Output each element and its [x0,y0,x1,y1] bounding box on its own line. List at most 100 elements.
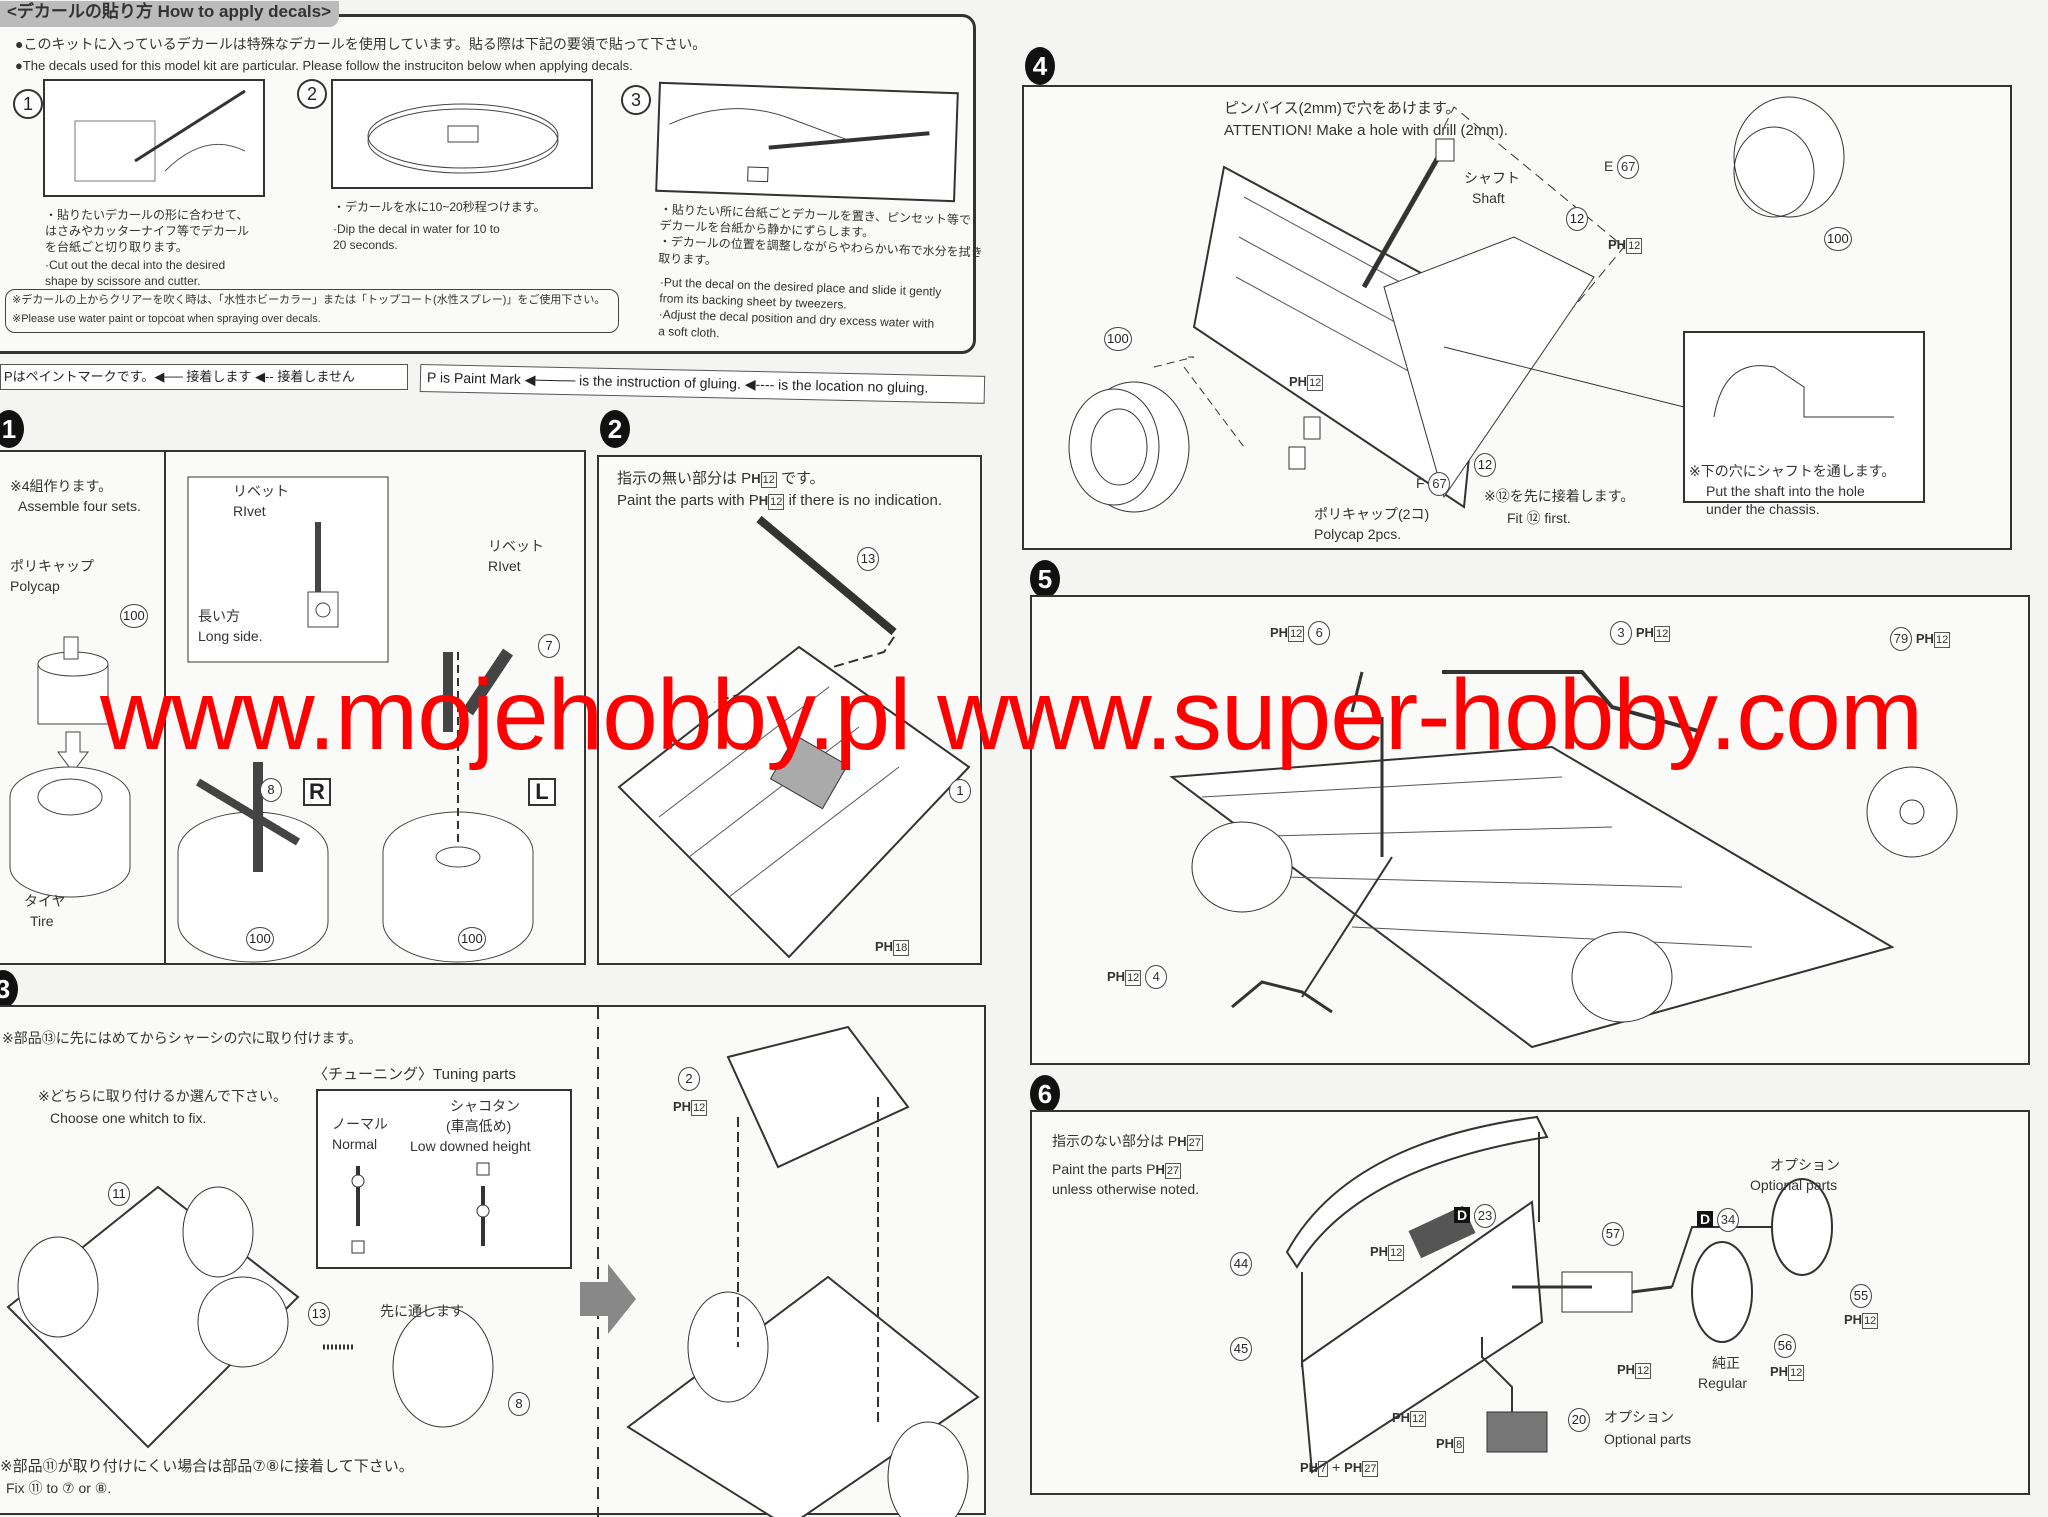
shaft-label-en: Shaft [1472,190,1505,206]
step-1-panel: ※4組作ります。 Assemble four sets. ポリキャップ Poly… [0,450,586,965]
decal-step-3-jp: ・貼りたい所に台紙ごとデカールを置き、ピンセット等でデカールを台紙から静かにずら… [658,202,983,267]
part-e67: E 67 [1604,155,1640,179]
part-2: 2 [678,1067,700,1091]
fix-note-jp: ※部品⑪が取り付けにくい場合は部品⑦⑧に接着して下さい。 [0,1458,414,1475]
polycap-label-en: Polycap [10,578,60,594]
part-8: 8 [508,1392,530,1416]
decal-d23: D 23 [1454,1204,1497,1228]
part-20: 20 [1568,1408,1590,1432]
decals-title-tab [0,1,339,27]
fit-first-en: Fit ⑫ first. [1507,510,1571,526]
part-44: 44 [1230,1252,1252,1276]
watermark: www.mojehobby.pl www.super-hobby.com [100,659,1923,771]
low-height-jp2: (車高低め) [446,1118,512,1134]
normal-en: Normal [332,1136,378,1152]
choose-jp: ※どちらに取り付けるか選んで下さい。 [38,1088,288,1104]
step-3-number: 3 [0,970,18,1008]
legend-en-glue: is the instruction of gluing. [578,372,742,392]
optional-en: Optional parts [1750,1177,1838,1193]
decal-step-3-illustration [655,81,959,203]
decals-intro-jp: ●このキットに入っているデカールは特殊なデカールを使用しています。貼る際は下記の… [15,36,707,52]
legend-jp-glue: 接着します [186,369,252,384]
step-1-note-jp: ※4組作ります。 [10,478,113,494]
hole-note-en-1: Put the shaft into the hole [1706,483,1865,499]
decals-note-box: ※デカールの上からクリアーを吹く時は、「水性ホビーカラー」または「トップコート(… [5,289,619,333]
decal-step-3-number: 3 [621,85,651,115]
step-6-drawing [1285,1115,1833,1474]
decal-step-3-en: ·Put the decal on the desired place and … [657,275,942,340]
step-6-number: 6 [1030,1075,1060,1113]
part-56: 56 [1774,1334,1796,1358]
decal-step-2-illustration [331,79,593,189]
low-height-en: Low downed height [410,1138,531,1154]
decals-intro-en: ●The decals used for this model kit are … [15,58,633,73]
part-100: 100 [246,927,274,951]
regular-en: Regular [1698,1375,1748,1391]
optional-en: Optional parts [1604,1431,1692,1447]
step-4-number: 4 [1025,47,1055,85]
part-100: 100 [1824,227,1852,251]
step-4-panel: ピンバイス(2mm)で穴をあけます。 ATTENTION! Make a hol… [1022,85,2012,550]
decal-step-1-jp: ・貼りたいデカールの形に合わせて、はさみやカッターナイフ等でデカールを台紙ごと切… [45,208,250,255]
hole-note-jp: ※下の穴にシャフトを通します。 [1689,463,1896,479]
tuning-parts-title: 〈チューニング〉Tuning parts [313,1066,516,1083]
part-11: 11 [108,1182,130,1206]
part-100: 100 [120,604,148,628]
fit-first-jp: ※⑫を先に接着します。 [1484,488,1635,504]
decal-step-2-number: 2 [297,79,327,109]
hole-note-en-2: under the chassis. [1706,501,1820,517]
part-f67: F 67 [1416,472,1451,496]
decals-note-en: ※Please use water paint or topcoat when … [12,313,321,325]
part-7: 7 [538,634,560,658]
step-1-note-en: Assemble four sets. [18,498,141,514]
rivet-label-jp-inset: リベット [233,483,289,499]
drill-note-jp: ピンバイス(2mm)で穴をあけます。 [1224,100,1461,117]
decal-d34: D 34 [1697,1208,1740,1232]
decal-step-1-illustration [43,79,265,197]
decals-panel: <デカールの貼り方 How to apply decals> ●このキットに入っ… [0,1,983,354]
step-6-note-en-2: unless otherwise noted. [1052,1181,1200,1197]
step-1-number: 1 [0,410,24,448]
tire-label-jp: タイヤ [24,893,66,909]
tuning-parts-box: ノーマル Normal シャコタン (車高低め) Low downed heig… [316,1089,572,1269]
low-height-jp: シャコタン [450,1098,520,1114]
right-side-mark: R [303,778,331,806]
part-13: 13 [308,1302,330,1326]
decal-step-1-number: 1 [13,89,43,119]
rivet-label-en-inset: RIvet [233,503,266,519]
step-4-drawing [1068,96,1925,513]
decals-title: <デカールの貼り方 How to apply decals> [7,2,332,21]
part-55: 55 [1850,1284,1872,1308]
legend-en-noglue: is the location no gluing. [777,376,929,396]
optional-jp: オプション [1770,1157,1840,1173]
decal-step-2-jp: ・デカールを水に10~20秒程つけます。 [333,200,546,214]
fix-note-en: Fix ⑪ to ⑦ or ⑧. [6,1480,112,1496]
decals-note-jp: ※デカールの上からクリアーを吹く時は、「水性ホビーカラー」または「トップコート(… [12,294,606,306]
step-1-divider [164,452,166,963]
legend-jp: Pはペイントマークです。◀── 接着します ◀‐‐ 接着しません [0,364,408,390]
pass-first-jp: 先に通します [380,1303,464,1319]
long-side-jp: 長い方 [198,608,240,624]
legend-en: P is Paint Mark ◀──── is the instruction… [419,364,986,404]
rivet-label-jp: リベット [488,538,544,554]
optional-jp: オプション [1604,1409,1674,1425]
